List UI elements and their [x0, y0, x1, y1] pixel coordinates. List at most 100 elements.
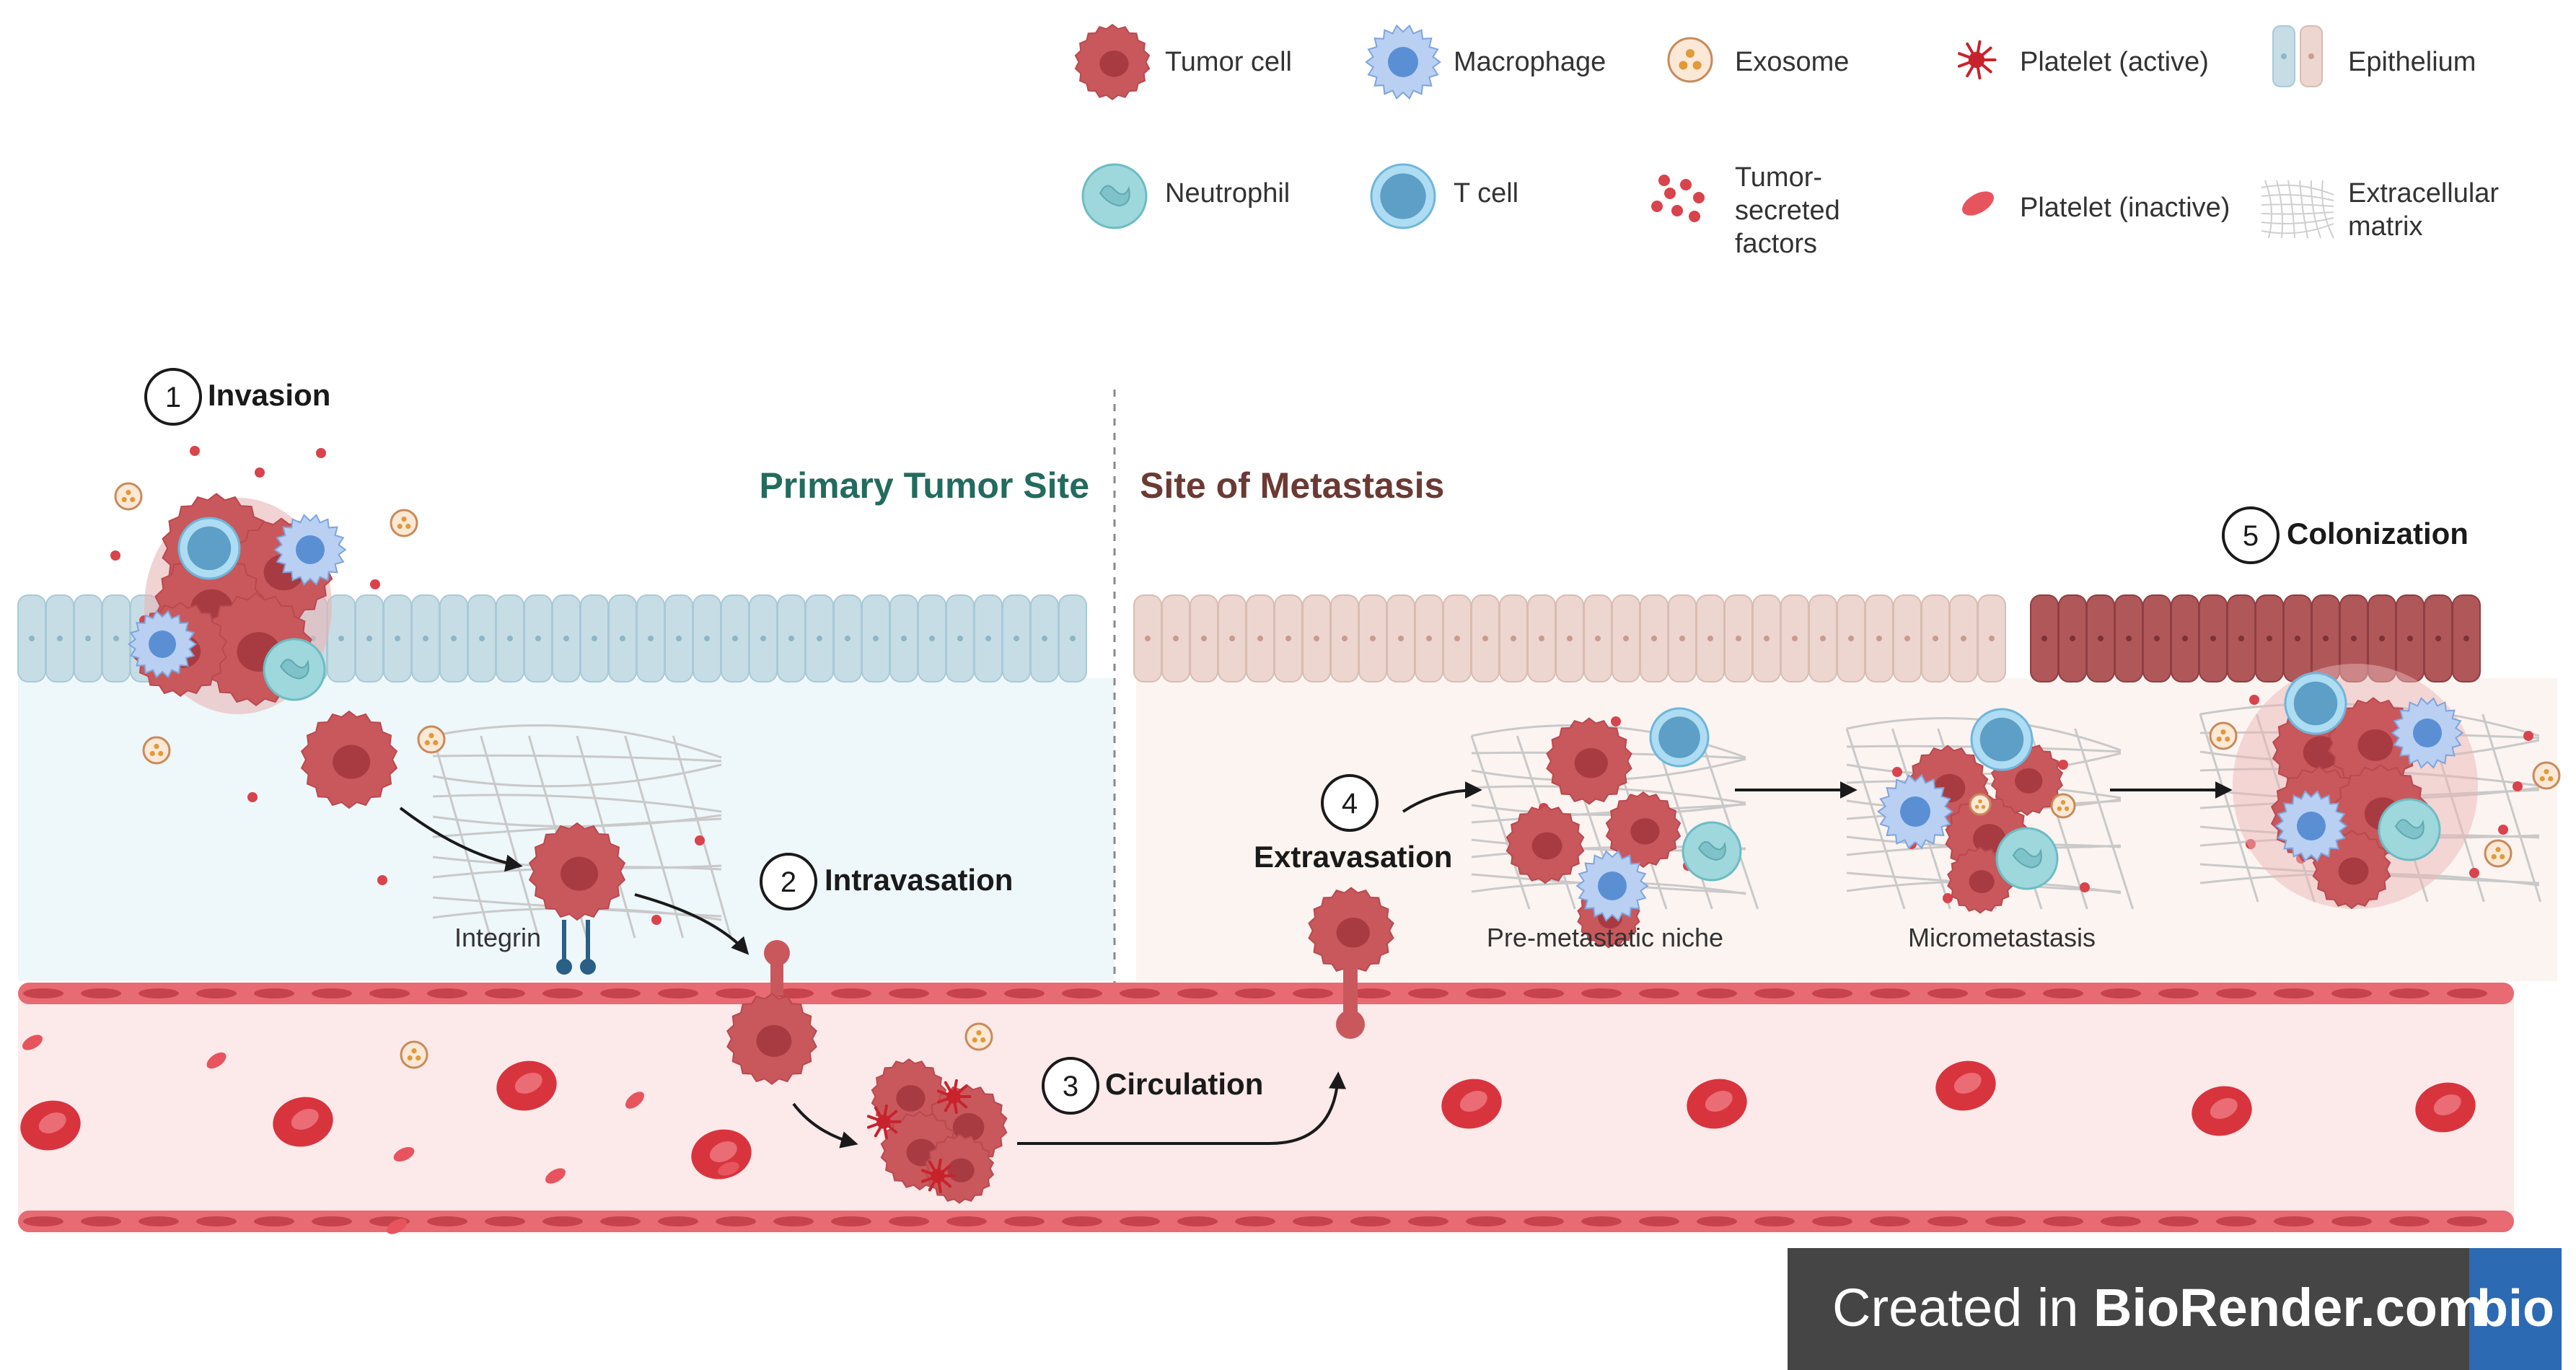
biorender-credit: Created in BioRender.com: [1832, 1278, 2485, 1338]
platelet-inactive: [625, 1092, 644, 1109]
primary-tumor-site-title: Primary Tumor Site: [759, 465, 1089, 506]
arrow-circulation-to-extravasation: [1017, 1071, 1346, 1145]
platelet-inactive: [718, 1162, 739, 1176]
biorender-badge-background: [1788, 1248, 2469, 1370]
integrin-receptors: [556, 920, 596, 975]
t-cell: [1649, 707, 1710, 768]
inactive-platelets: [22, 1035, 739, 1234]
biorender-logo-background: [2469, 1248, 2562, 1370]
platelet-inactive: [387, 1218, 407, 1234]
step-label: Intravasation: [825, 863, 1013, 897]
site-of-metastasis-title: Site of Metastasis: [1140, 465, 1444, 506]
vessel-wall-bottom: [18, 1211, 2514, 1232]
exosome: [142, 736, 171, 765]
step-number-circle: [1321, 774, 1379, 832]
red-blood-cell: [2415, 1082, 2476, 1133]
legend: Tumor cell Macrophage Exosome Platelet (act…: [1074, 23, 2499, 259]
step-number: 3: [1063, 1071, 1078, 1102]
legend-label: Macrophage: [1454, 47, 1606, 77]
exosome: [2050, 793, 2076, 819]
exosome: [964, 1022, 993, 1051]
legend-label: Platelet (inactive): [2020, 193, 2230, 223]
arrow-extravasation-to-niche: [1402, 781, 1482, 813]
platelet-active: [866, 1104, 902, 1140]
platelet-inactive: [545, 1168, 566, 1184]
exosome: [2532, 761, 2561, 790]
red-blood-cell: [1687, 1079, 1747, 1129]
macrophage: [1877, 773, 1953, 850]
step-number: 5: [2243, 520, 2259, 552]
red-blood-cells: [20, 1061, 2476, 1180]
platelet-active: [936, 1079, 972, 1115]
legend-item-tumor: Tumor cell: [1074, 23, 1292, 101]
exosome-icon: [1667, 37, 1713, 83]
tumor-cell: [2312, 829, 2391, 910]
exosome: [400, 1040, 428, 1069]
macrophage-icon: [1365, 24, 1441, 100]
step-label: Circulation: [1105, 1067, 1263, 1101]
tumor-cell: [1308, 887, 1394, 975]
exosome: [2484, 839, 2513, 868]
legend-label: T cell: [1454, 178, 1518, 208]
platelet-active-icon: [1957, 40, 1997, 80]
blood-vessel-lumen: [18, 992, 2514, 1219]
extravasating-tumor-cell: [1308, 887, 1394, 1039]
neutrophil: [1995, 827, 2059, 890]
red-blood-cell: [496, 1061, 557, 1111]
epithelium-metastasis: [1133, 594, 2006, 682]
biorender-badge: Created in BioRender.com bio: [1788, 1248, 2562, 1370]
t-cell: [2284, 672, 2347, 735]
red-blood-cell: [273, 1097, 333, 1147]
legend-label: Epithelium: [2348, 47, 2476, 77]
neutrophil: [1682, 821, 1742, 882]
legend-label: Exosome: [1735, 47, 1849, 77]
platelet-inactive: [22, 1035, 43, 1050]
tumor-cell: [1546, 717, 1632, 805]
circulating-tumor-cluster: [866, 1058, 1008, 1204]
tumor-cell: [1505, 804, 1585, 884]
legend-item-exosome: Exosome: [1667, 37, 1849, 83]
macrophage: [273, 514, 347, 586]
micrometastasis-label: Micrometastasis: [1908, 923, 2096, 952]
platelet-active: [920, 1158, 956, 1194]
micrometastasis-cluster: [1877, 708, 2076, 914]
exosome: [1969, 793, 1992, 816]
migrating-tumor-cell: [300, 710, 398, 809]
exosome: [417, 725, 446, 754]
legend-label: Platelet (active): [2020, 47, 2209, 77]
step-number: 1: [165, 382, 181, 413]
epithelium-colonized: [2030, 594, 2481, 682]
red-blood-cell: [20, 1100, 81, 1151]
step-number: 4: [1342, 788, 1358, 820]
platelet-inactive: [393, 1146, 415, 1162]
step-number-circle: [760, 853, 817, 910]
premetastatic-niche-label: Pre-metastatic niche: [1487, 923, 1723, 952]
legend-item-neutrophil: Neutrophil: [1081, 163, 1290, 229]
biorender-logo: bio: [2476, 1280, 2554, 1338]
tumor-cell-icon: [1074, 23, 1151, 101]
process-arrows: [399, 781, 2233, 1149]
neutrophil: [2378, 798, 2441, 861]
neutrophil-icon: [1081, 163, 1148, 229]
macrophage: [2274, 790, 2348, 862]
exosome: [114, 482, 143, 511]
red-blood-cell: [1441, 1079, 1502, 1129]
exosome: [2209, 721, 2238, 750]
neutrophil: [263, 638, 326, 701]
t-cell: [1970, 708, 2034, 771]
platelet-inactive: [206, 1052, 227, 1069]
legend-item-platelet-active: Platelet (active): [1957, 40, 2209, 80]
step-number-circle: [2222, 506, 2280, 564]
macrophage: [127, 610, 198, 679]
epithelium-icon: [2272, 25, 2323, 87]
step-3: 3 Circulation: [1042, 1057, 1263, 1115]
